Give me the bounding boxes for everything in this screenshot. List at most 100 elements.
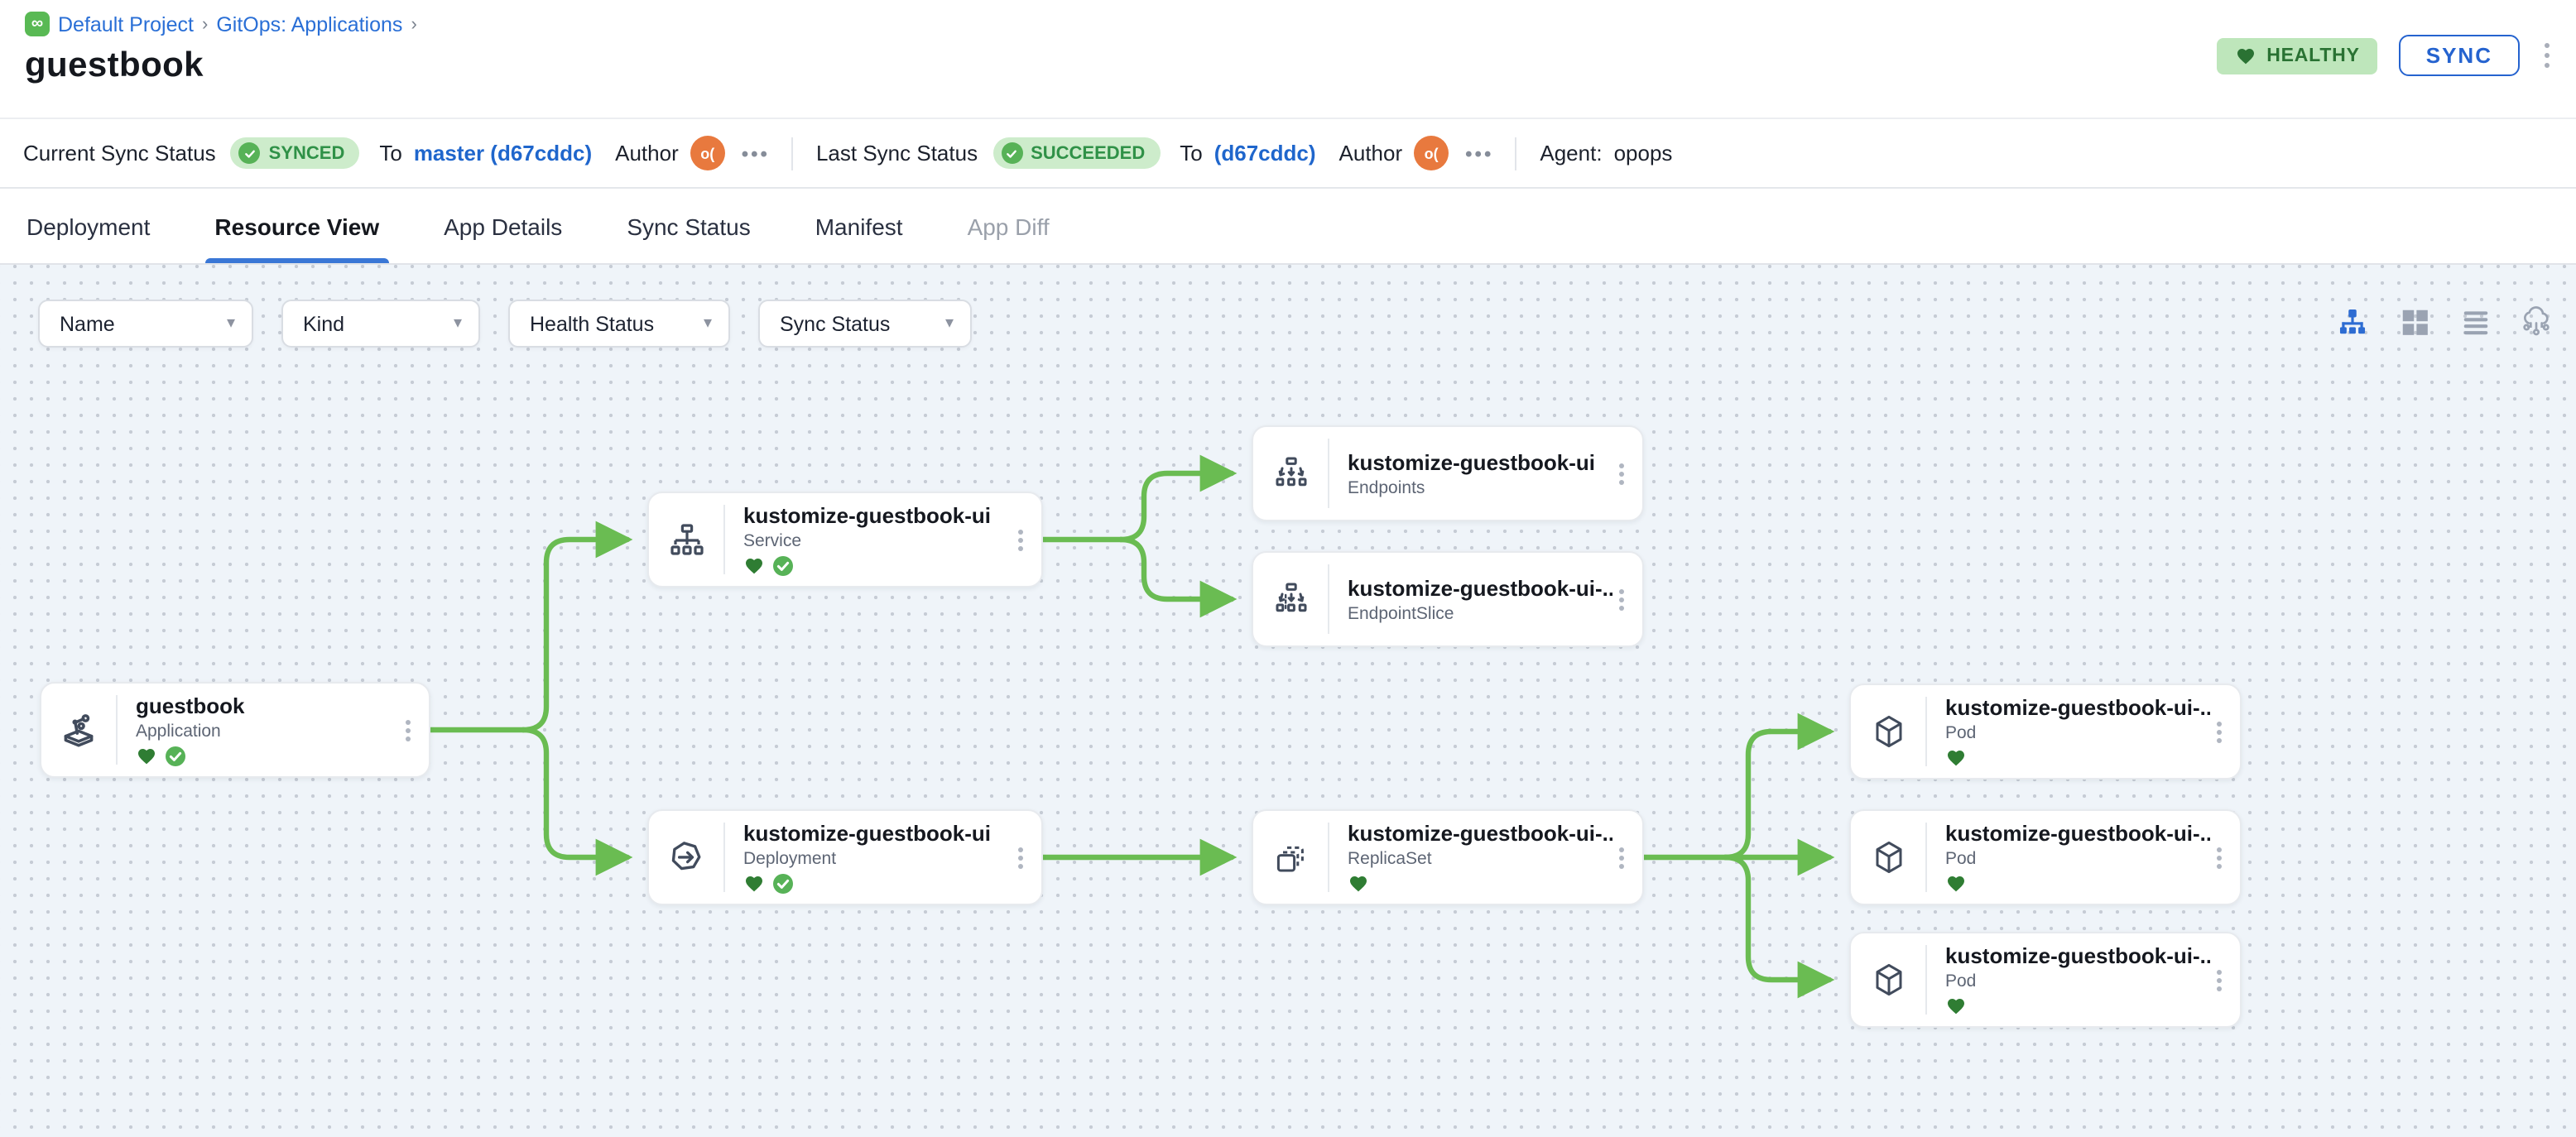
healthy-heart-icon [1948,750,1964,765]
edge-app-to-service [520,521,633,733]
node-kind: Endpoints [1348,477,1425,497]
filter-kind-dropdown[interactable]: Kind ▾ [281,300,480,348]
node-kind: Deployment [743,849,837,869]
tab-manifest[interactable]: Manifest [815,213,903,239]
healthy-heart-icon [138,748,155,764]
node-kind: Pod [1945,971,1977,991]
cluster-view-icon[interactable] [2520,305,2553,338]
pod-icon [1851,837,1925,877]
node-kind: Pod [1945,849,1977,869]
resource-graph-canvas: Name ▾ Kind ▾ Health Status ▾ Sync Statu… [0,265,2576,1137]
application-icon [41,709,116,751]
gitops-logo-icon: ∞ [25,12,50,36]
last-commit-link[interactable]: (d67cddc) [1214,141,1316,166]
breadcrumb-project-link[interactable]: Default Project [58,12,194,36]
synced-badge-label: SYNCED [268,143,345,163]
tab-sync-status[interactable]: Sync Status [627,213,751,239]
node-endpointslice-kustomize-guestbook-ui[interactable]: kustomize-guestbook-ui-... EndpointSlice [1252,551,1644,647]
chevron-right-icon: › [201,14,209,34]
filter-sync-status-dropdown[interactable]: Sync Status ▾ [758,300,972,348]
author-label: Author [1338,141,1403,166]
node-more-menu[interactable] [2210,840,2228,875]
node-more-menu[interactable] [2210,962,2228,997]
list-view-icon[interactable] [2458,305,2492,338]
header-more-menu[interactable] [2540,40,2553,72]
node-kind: ReplicaSet [1348,849,1432,869]
view-toggle-group [2336,305,2553,338]
tab-deployment[interactable]: Deployment [26,213,151,239]
chevron-down-icon: ▾ [226,314,235,333]
edge-service-to-endpointslice [1117,536,1238,618]
node-kind: Pod [1945,723,1977,743]
chevron-right-icon: › [411,14,417,34]
synced-badge: SYNCED [230,137,360,169]
filter-health-status-dropdown[interactable]: Health Status ▾ [508,300,730,348]
node-replicaset-kustomize-guestbook-ui[interactable]: kustomize-guestbook-ui-... ReplicaSet [1252,809,1644,905]
author-label: Author [615,141,679,166]
header-actions: HEALTHY SYNC [2217,35,2553,76]
synced-check-icon [773,555,793,575]
node-more-menu[interactable] [399,712,417,747]
healthy-heart-icon [1948,998,1964,1014]
tab-app-details[interactable]: App Details [444,213,563,239]
to-label: To [379,141,402,166]
node-pod-2[interactable]: kustomize-guestbook-ui-... Pod [1849,809,2242,905]
healthy-heart-icon [746,558,762,573]
chevron-down-icon: ▾ [944,314,954,333]
check-circle-icon [1001,142,1023,164]
healthy-heart-icon [746,876,762,891]
edge-app-to-deployment [520,727,633,876]
endpointslice-icon [1253,579,1328,619]
node-more-menu[interactable] [1612,840,1631,875]
pod-icon [1851,960,1925,1000]
node-more-menu[interactable] [1012,522,1030,557]
last-commit-more-button[interactable]: ••• [1465,142,1494,165]
filter-name-label: Name [60,312,115,335]
healthy-heart-icon [1948,876,1964,891]
node-more-menu[interactable] [1612,456,1631,491]
last-sync-label: Last Sync Status [815,141,978,166]
node-endpoints-kustomize-guestbook-ui[interactable]: kustomize-guestbook-ui Endpoints [1252,425,1644,521]
healthy-heart-icon [1350,876,1367,891]
filter-name-dropdown[interactable]: Name ▾ [38,300,253,348]
node-service-kustomize-guestbook-ui[interactable]: kustomize-guestbook-ui Service [647,492,1043,588]
current-commit-more-button[interactable]: ••• [741,142,770,165]
page-title: guestbook [25,46,204,84]
node-title: kustomize-guestbook-ui-... [1348,575,1612,600]
node-more-menu[interactable] [2210,714,2228,749]
agent-label: Agent: [1540,141,1603,166]
node-title: guestbook [136,693,245,718]
tree-view-icon[interactable] [2336,305,2369,338]
tab-resource-view[interactable]: Resource View [204,189,390,263]
filter-row: Name ▾ Kind ▾ Health Status ▾ Sync Statu… [38,300,972,348]
node-pod-1[interactable]: kustomize-guestbook-ui-... Pod [1849,684,2242,780]
node-pod-3[interactable]: kustomize-guestbook-ui-... Pod [1849,932,2242,1028]
breadcrumb-section-link[interactable]: GitOps: Applications [216,12,403,36]
sync-status-bar: Current Sync Status SYNCED To master (d6… [0,118,2576,189]
node-title: kustomize-guestbook-ui [743,503,992,528]
health-status-badge: HEALTHY [2217,37,2378,74]
edge-service-to-endpoints [1117,454,1238,543]
current-commit-link[interactable]: master (d67cddc) [413,141,593,166]
filter-sync-label: Sync Status [780,312,891,335]
synced-check-icon [773,873,793,893]
succeeded-badge-label: SUCCEEDED [1031,143,1146,163]
node-title: kustomize-guestbook-ui [743,821,992,846]
node-title: kustomize-guestbook-ui-... [1945,695,2210,720]
author-avatar[interactable]: o( [1414,136,1449,170]
node-application-guestbook[interactable]: guestbook Application [40,682,430,778]
heart-icon [2237,48,2255,64]
endpoints-icon [1253,453,1328,493]
node-deployment-kustomize-guestbook-ui[interactable]: kustomize-guestbook-ui Deployment [647,809,1043,905]
node-more-menu[interactable] [1012,840,1030,875]
node-more-menu[interactable] [1612,582,1631,616]
chevron-down-icon: ▾ [703,314,712,333]
sync-button[interactable]: SYNC [2399,35,2519,76]
node-kind: Application [136,722,221,741]
grid-view-icon[interactable] [2397,305,2430,338]
author-avatar[interactable]: o( [690,136,725,170]
node-title: kustomize-guestbook-ui-... [1945,943,2210,968]
replicaset-icon [1253,837,1328,877]
filter-health-label: Health Status [530,312,655,335]
app-header: ∞ Default Project › GitOps: Applications… [0,0,2576,118]
